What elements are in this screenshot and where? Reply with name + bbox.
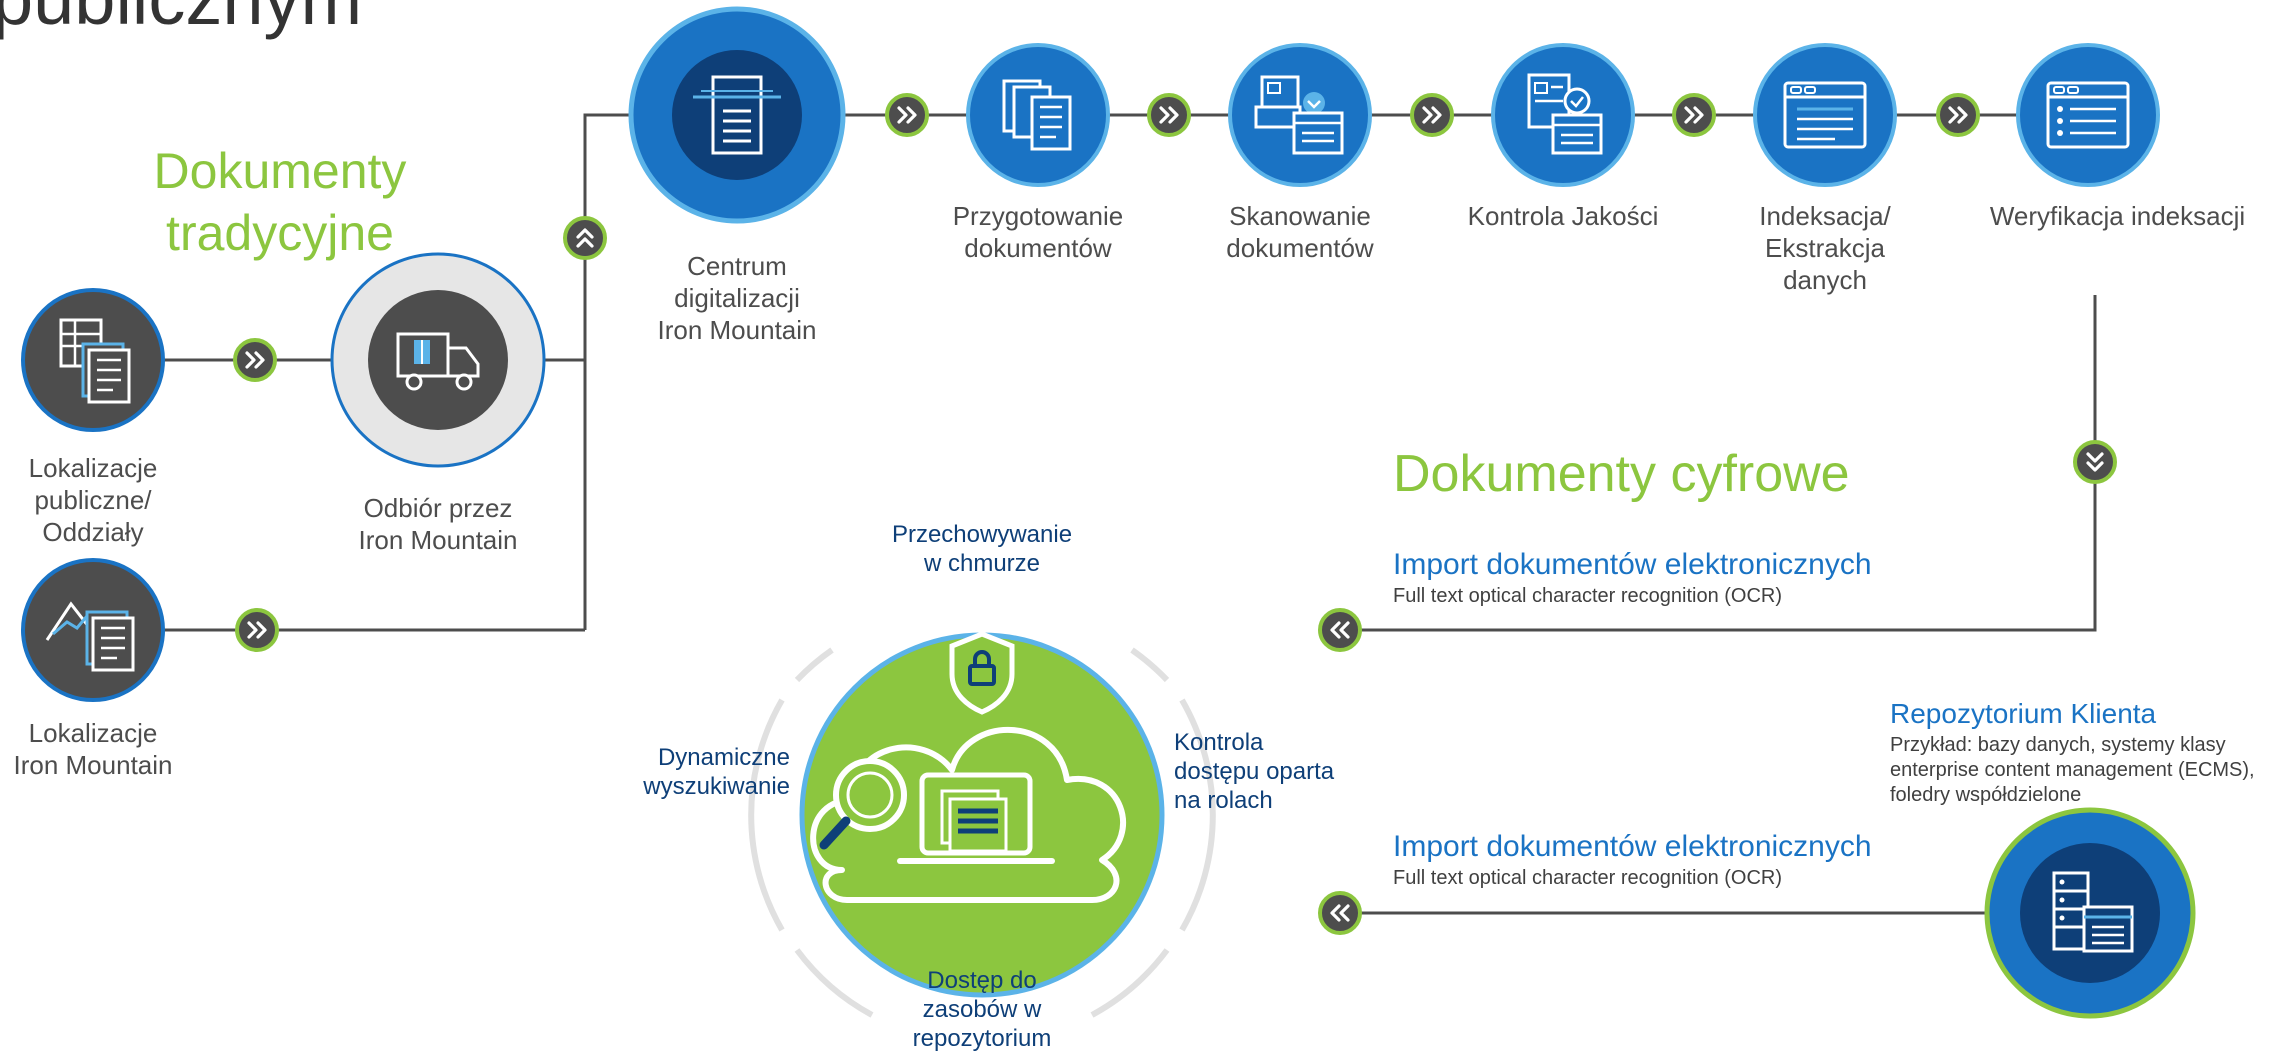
digitization-center-label: Centrum digitalizacji Iron Mountain (627, 250, 847, 346)
im-locations-label: Lokalizacje Iron Mountain (0, 717, 186, 781)
server-icon (2052, 871, 2134, 953)
label-line: Odbiór przez (363, 493, 513, 523)
label-line: digitalizacji (674, 283, 800, 313)
chevron-right-double-icon (1936, 93, 1980, 137)
public-locations-label: Lokalizacje publiczne/ Oddziały (0, 452, 186, 548)
role-access-label: Kontrola dostępu oparta na rolach (1174, 728, 1374, 815)
cloud-services-node (748, 631, 1216, 1018)
step-quality-label: Kontrola Jakości (1443, 200, 1683, 232)
label-line: Iron Mountain (657, 315, 817, 345)
public-locations-node (21, 288, 165, 432)
pickup-node (330, 252, 546, 468)
label-line: Indeksacja/ (1759, 201, 1891, 231)
label-line: Ekstrakcja (1765, 233, 1885, 263)
import-subtitle-1: Full text optical character recognition … (1393, 585, 1783, 607)
label-line: dokumentów (964, 233, 1112, 263)
folded-documents-icon (45, 601, 135, 672)
label-line: dokumentów (1226, 233, 1374, 263)
chevron-right-double-icon (235, 608, 279, 652)
pickup-label: Odbiór przez Iron Mountain (328, 492, 548, 556)
label-line: Przygotowanie (952, 201, 1124, 231)
description-line: Przykład: bazy danych, systemy klasy (1890, 734, 2226, 756)
label-line: Dostęp do (927, 967, 1037, 994)
step-verification-label: Weryfikacja indeksacji (1955, 200, 2280, 232)
step-indexing-node (1753, 43, 1897, 187)
step-scanning-label: Skanowanie dokumentów (1180, 200, 1420, 264)
im-locations-node (21, 558, 165, 702)
label-line: Skanowanie (1229, 201, 1371, 231)
chevron-down-double-icon (2073, 440, 2117, 484)
import-title-1: Import dokumentów elektronicznych (1393, 548, 1872, 581)
label-line: Iron Mountain (358, 525, 518, 555)
documents-icon (59, 318, 131, 404)
verification-list-icon (2046, 81, 2130, 149)
label-line: dostępu oparta (1174, 758, 1335, 785)
papers-icon (1002, 79, 1072, 151)
chevron-left-double-icon (1318, 608, 1362, 652)
label-line: Kontrola (1174, 729, 1264, 756)
heading-line: tradycyjne (166, 205, 394, 261)
scanner-icon (1254, 75, 1344, 155)
digital-docs-heading: Dokumenty cyfrowe (1393, 445, 1850, 503)
heading-line: Dokumenty (153, 143, 407, 199)
label-line: Lokalizacje (28, 453, 158, 483)
label-line: w chmurze (923, 550, 1041, 577)
step-preparation-label: Przygotowanie dokumentów (918, 200, 1158, 264)
traditional-docs-heading: Dokumenty tradycyjne (100, 140, 460, 264)
label-line: Lokalizacje (28, 718, 158, 748)
step-verification-node (2016, 43, 2160, 187)
label-line: Dynamiczne (657, 744, 790, 771)
dynamic-search-label: Dynamiczne wyszukiwanie (610, 743, 790, 801)
repository-title: Repozytorium Klienta (1890, 698, 2157, 729)
repository-description: Przykład: bazy danych, systemy klasy ent… (1890, 733, 2280, 808)
cloud-storage-label: Przechowywanie w chmurze (862, 520, 1102, 578)
chevron-right-double-icon (233, 338, 277, 382)
step-scanning-node (1228, 43, 1372, 187)
label-line: publiczne/ (34, 485, 152, 515)
shield-lock-icon (949, 631, 1015, 715)
step-quality-node (1491, 43, 1635, 187)
description-line: enterprise content management (ECMS), (1890, 759, 2255, 781)
chevron-right-double-icon (1410, 93, 1454, 137)
step-preparation-node (966, 43, 1110, 187)
truck-icon (396, 332, 480, 391)
magnifier-icon (819, 758, 907, 850)
label-line: Oddziały (42, 517, 144, 547)
label-line: zasobów w (922, 996, 1042, 1023)
import-subtitle-2: Full text optical character recognition … (1393, 867, 1783, 889)
step-indexing-label: Indeksacja/ Ekstrakcja danych (1725, 200, 1925, 296)
label-line: Iron Mountain (13, 750, 173, 780)
import-title-2: Import dokumentów elektronicznych (1393, 830, 1872, 863)
chevron-up-double-icon (563, 216, 607, 260)
quality-check-icon (1527, 73, 1603, 155)
label-line: Centrum (687, 251, 787, 281)
chevron-right-double-icon (885, 93, 929, 137)
document-stack-icon (693, 75, 781, 155)
chevron-left-double-icon (1318, 891, 1362, 935)
digitization-center-node (628, 6, 846, 224)
chevron-right-double-icon (1672, 93, 1716, 137)
label-line: danych (1783, 265, 1867, 295)
label-line: Kontrola Jakości (1467, 201, 1659, 231)
label-line: repozytorium (912, 1025, 1052, 1052)
label-line: na rolach (1174, 787, 1273, 814)
repository-access-label: Dostęp do zasobów w repozytorium (862, 966, 1102, 1053)
indexing-icon (1783, 81, 1867, 149)
label-line: Przechowywanie (891, 521, 1073, 548)
label-line: Weryfikacja indeksacji (1989, 201, 2246, 231)
repository-node (1984, 807, 2196, 1019)
label-line: wyszukiwanie (643, 773, 790, 800)
description-line: foledry współdzielone (1890, 784, 2082, 806)
chevron-right-double-icon (1147, 93, 1191, 137)
page-title-fragment: publicznym (0, 0, 362, 36)
